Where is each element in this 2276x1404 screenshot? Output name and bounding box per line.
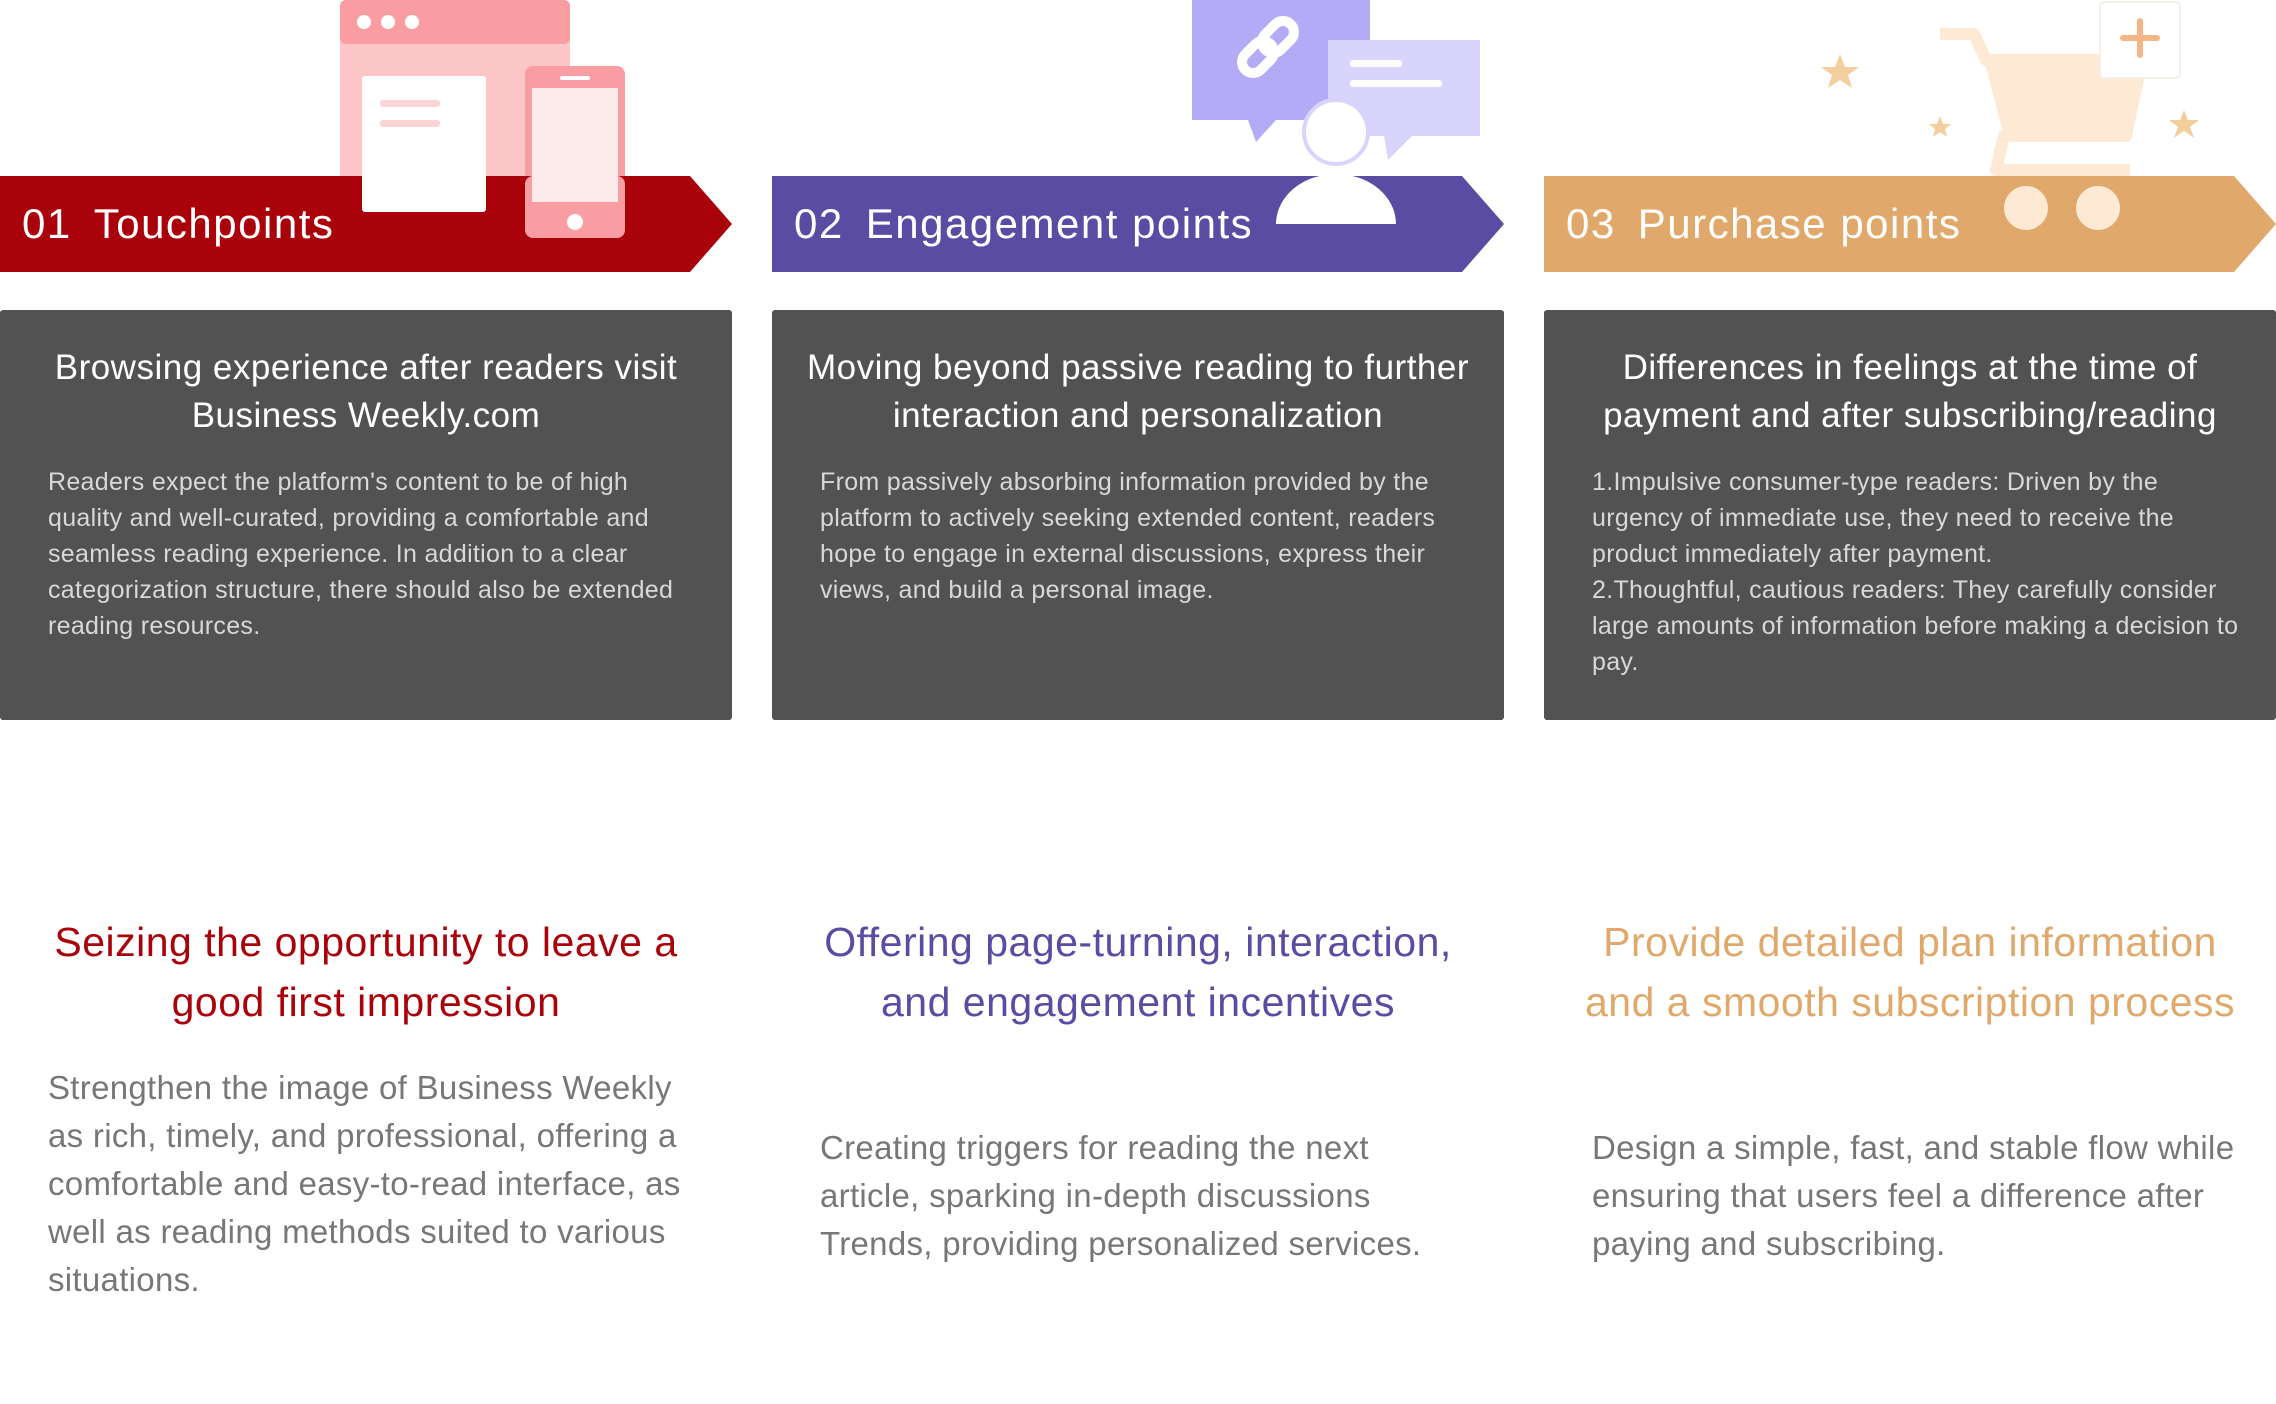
touchpoints-banner-label: 01 Touchpoints: [22, 176, 334, 272]
card-title: Differences in feelings at the time of p…: [1603, 348, 2217, 435]
banner-number: 01: [22, 200, 72, 247]
purchase-subheading: Provide detailed plan information and a …: [1584, 919, 2236, 1025]
card-title: Moving beyond passive reading to further…: [806, 348, 1470, 435]
engagement-banner-label: 02 Engagement points: [794, 176, 1253, 272]
touchpoints-subheading: Seizing the opportunity to leave a good …: [54, 919, 678, 1025]
card-body: Readers expect the platform's content to…: [48, 468, 674, 640]
banner-number: 02: [794, 200, 844, 247]
banner-number: 03: [1566, 200, 1616, 247]
touchpoints-column: 01 Touchpoints Browsing experience after …: [0, 0, 732, 1404]
engagement-subheading: Offering page-turning, interaction, and …: [824, 919, 1452, 1025]
purchase-banner-label: 03 Purchase points: [1566, 176, 1961, 272]
banner-title: Touchpoints: [93, 200, 335, 247]
purchase-description: Design a simple, fast, and stable flow w…: [1592, 1129, 2235, 1262]
card-body: From passively absorbing information pro…: [820, 468, 1436, 604]
purchase-column: 03 Purchase points Differences in feeling…: [1544, 0, 2276, 1404]
touchpoints-card: Browsing experience after readers visit …: [0, 310, 732, 720]
engagement-description: Creating triggers for reading the next a…: [820, 1129, 1422, 1262]
card-body: 1.Impulsive consumer-type readers: Drive…: [1592, 468, 2239, 676]
card-title: Browsing experience after readers visit …: [54, 348, 678, 435]
touchpoints-description: Strengthen the image of Business Weekly …: [48, 1069, 681, 1298]
banner-title: Engagement points: [865, 200, 1254, 247]
purchase-card: Differences in feelings at the time of p…: [1544, 310, 2276, 720]
purchase-banner-arrow: [1544, 176, 2276, 272]
shopping-cart-icon: [1821, 1, 2199, 176]
engagement-column: 02 Engagement points Moving beyond passiv…: [772, 0, 1504, 1404]
engagement-card: Moving beyond passive reading to further…: [772, 310, 1504, 720]
banner-title: Purchase points: [1637, 200, 1962, 247]
